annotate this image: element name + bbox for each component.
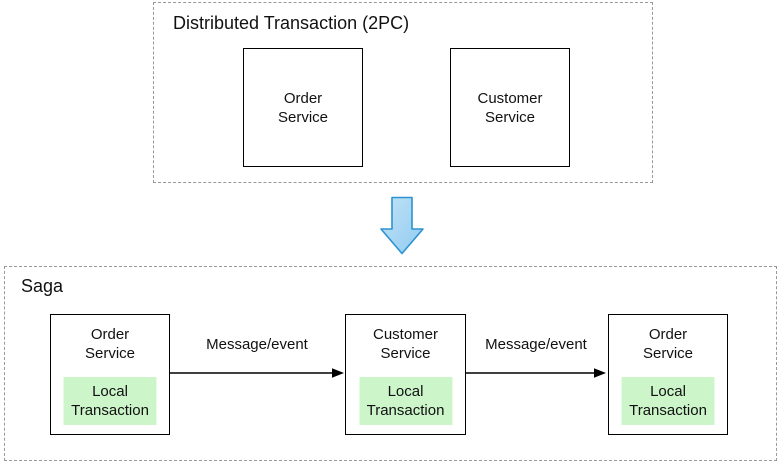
- local-transaction-label-3: Local Transaction: [629, 383, 707, 419]
- message-event-label-1: Message/event: [206, 336, 308, 353]
- local-transaction-label-1: Local Transaction: [71, 383, 149, 419]
- saga-customer-service-box: Customer Service Local Transaction: [345, 314, 466, 435]
- saga-order-service-box-1: Order Service Local Transaction: [50, 314, 170, 435]
- local-transaction-badge-2: Local Transaction: [359, 377, 452, 425]
- saga-order-service-box-2: Order Service Local Transaction: [608, 314, 728, 435]
- two-pc-order-service-box: Order Service: [243, 48, 363, 167]
- saga-group: Saga Order Service Local Transaction Cus…: [4, 266, 777, 461]
- local-transaction-label-2: Local Transaction: [366, 383, 445, 419]
- two-pc-order-service-label: Order Service: [277, 89, 329, 126]
- saga-title: Saga: [21, 276, 64, 296]
- two-pc-customer-service-label: Customer Service: [477, 89, 543, 126]
- message-event-label-2: Message/event: [485, 336, 587, 353]
- two-pc-group: Distributed Transaction (2PC) Order Serv…: [153, 2, 653, 183]
- local-transaction-badge-1: Local Transaction: [63, 377, 157, 425]
- local-transaction-badge-3: Local Transaction: [621, 377, 715, 425]
- saga-customer-service-label: Customer Service: [372, 326, 439, 362]
- message-arrow-2: [465, 368, 606, 378]
- two-pc-customer-service-box: Customer Service: [450, 48, 570, 167]
- down-arrow-icon: [380, 196, 424, 255]
- message-arrow-1: [169, 368, 344, 378]
- saga-order-service-label-1: Order Service: [84, 326, 136, 362]
- two-pc-title: Distributed Transaction (2PC): [173, 13, 410, 33]
- saga-order-service-label-2: Order Service: [642, 326, 694, 362]
